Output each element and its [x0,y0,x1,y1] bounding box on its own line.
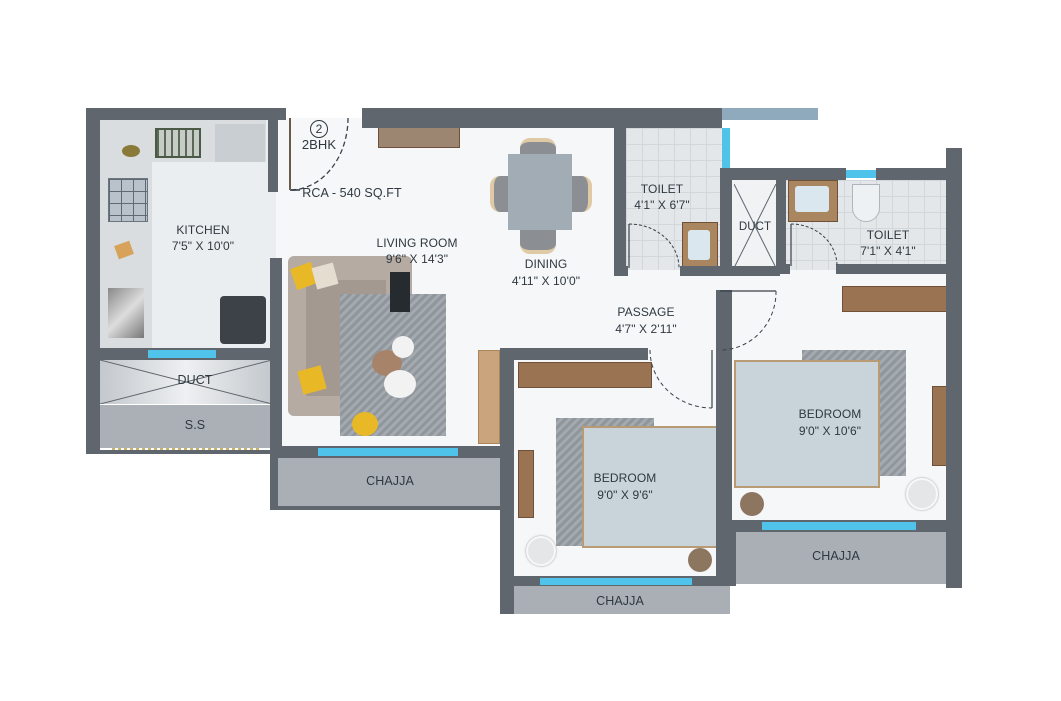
window-living [318,448,458,456]
wall-duct-right [776,176,786,274]
wall-toilet2-bottom [776,264,790,274]
nightstand-bedroom-2 [688,548,712,572]
wall-bedroom1-top-left [716,290,732,350]
bedroom-2-size: 9'0" X 9'6" [597,488,653,502]
toilet-2-name: TOILET [866,228,910,242]
unit-type-label: 2BHK [301,137,337,152]
coffee-table-2 [392,336,414,358]
wall-bedroom-divider [716,348,732,580]
wall-toilet2-bottom-right [836,264,948,274]
armchair-bedroom-1 [906,478,938,510]
wardrobe-bedroom-2 [518,362,652,388]
sink-icon [155,128,201,158]
wall-bedroom2-left [500,348,514,614]
wall-top-mid [362,108,722,128]
armchair-bedroom-2 [526,536,556,566]
shoe-rack [478,350,500,444]
chajja-bedroom-1 [734,530,946,584]
carpet-area-label: RCA - 540 SQ.FT [302,186,402,200]
chajja-bedroom-2 [510,584,730,614]
living-room-name: LIVING ROOM [376,236,458,250]
wall-top-right-ext [722,108,818,120]
bedroom-1-name: BEDROOM [798,407,862,421]
chajja-bedroom-2-label: CHAJJA [596,594,644,608]
chajja-bedroom-1-label: CHAJJA [812,549,860,563]
fruit-bowl-icon [122,145,140,157]
window-toilet-2 [846,170,876,178]
wall-bedroom2-top [500,348,648,360]
wall-toilet1-right [720,170,732,274]
wall-toilet2-top-right [876,168,948,180]
pouf [352,412,378,436]
appliance-icon [108,288,144,338]
duct-1-label: DUCT [177,373,213,387]
bed-bedroom-1 [734,360,880,488]
wardrobe-bedroom-1 [842,286,948,312]
window-toilet-1 [722,128,730,168]
bedroom-2-door[interactable] [648,349,714,410]
bedroom-2-name: BEDROOM [593,471,657,485]
living-room-size: 9'6" X 14'3" [385,252,449,266]
bedroom-1-door[interactable] [719,290,780,352]
window-bedroom-1 [762,522,916,530]
window-kitchen [148,350,216,358]
toilet-1-door[interactable] [628,222,680,269]
side-table [390,272,410,312]
toilet-2-size: 7'1" X 4'1" [860,244,916,258]
wall-chajja-b1-left [730,530,736,586]
side-unit-bedroom-2 [518,450,534,518]
service-shaft-label: S.S [184,418,206,432]
stove-icon [108,178,148,222]
duct-1-box [100,360,272,404]
passage-size: 4'7" X 2'11" [615,322,677,336]
wall-dining-toilet [614,118,626,276]
washbasin-2 [795,186,829,212]
washbasin-1 [688,230,710,260]
dining-size: 4'11" X 10'0" [511,274,581,288]
chajja-living [276,458,500,508]
kitchen-size: 7'5" X 10'0" [171,239,235,253]
wall-kitchen-living-lower [270,258,282,458]
window-bedroom-2 [540,578,692,585]
chajja-living-label: CHAJJA [366,474,414,488]
washing-machine-icon [220,296,266,344]
wall-kitchen-living [268,120,278,192]
dining-chair-bottom [520,228,556,254]
passage-name: PASSAGE [617,305,675,319]
bedroom-1-size: 9'0" X 10'6" [798,424,862,438]
wall-right-outer [946,148,962,588]
dining-table [508,154,572,230]
wall-toilet2-top [720,168,846,180]
bed-bedroom-2 [582,426,718,548]
toilet-2-door[interactable] [790,222,838,267]
wall-chajja-living-left [270,458,278,510]
kitchen-name: KITCHEN [176,223,230,237]
wall-chajja-living-bottom [270,506,502,510]
wall-top-left [86,108,286,120]
dining-name: DINING [524,257,568,271]
duct-2-label: DUCT [738,221,772,233]
duct-2-box [734,184,776,268]
tv-unit [378,126,460,148]
coffee-table-3 [384,370,416,398]
wc-icon [852,184,880,222]
wall-ss-bottom [86,450,272,454]
service-shaft [100,405,272,448]
toilet-1-name: TOILET [640,182,684,196]
fridge-icon [215,124,265,162]
nightstand-bedroom-1 [740,492,764,516]
wall-left-outer [86,108,100,454]
main-entrance-door[interactable] [288,117,350,192]
dining-chair-right [568,176,592,212]
wall-toilet1-bottom [614,266,628,276]
unit-number-badge: 2 [310,120,328,138]
toilet-1-size: 4'1" X 6'7" [634,198,690,212]
